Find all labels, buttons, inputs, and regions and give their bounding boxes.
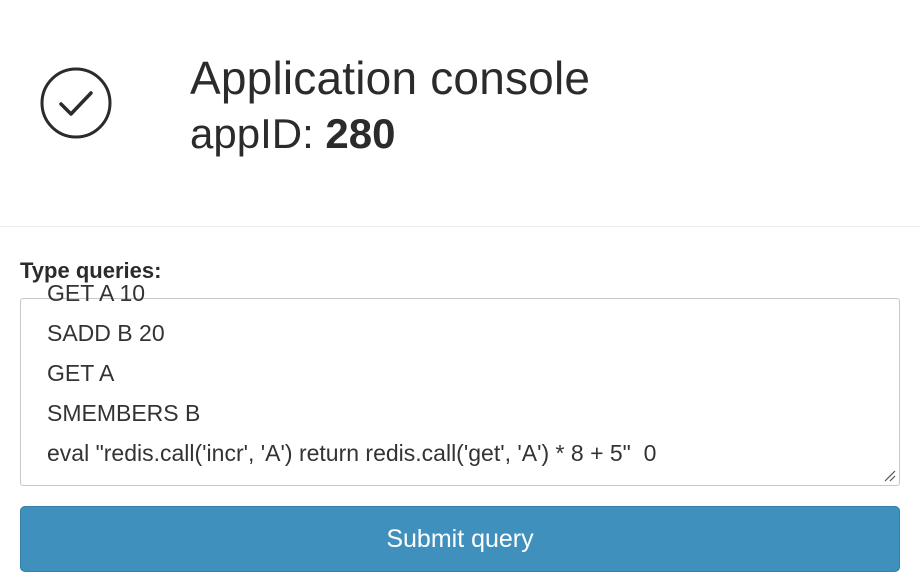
query-label: Type queries: [20, 258, 162, 283]
query-line: eval "redis.call('incr', 'A') return red… [47, 440, 657, 466]
query-line: GET A [47, 360, 115, 386]
query-line: SMEMBERS B [47, 400, 201, 426]
title-block: Application console appID: 280 [190, 50, 590, 162]
app-id-value: 280 [325, 110, 396, 157]
app-id: appID: 280 [190, 106, 590, 162]
check-circle-icon [40, 67, 112, 139]
query-line: GET A 10 [47, 280, 146, 306]
submit-query-button[interactable]: Submit query [20, 506, 900, 572]
app-id-label: appID: [190, 110, 326, 157]
query-section: Type queries: GET A 10 SADD B 20 GET A S… [20, 256, 900, 572]
resize-handle-icon[interactable] [881, 467, 897, 483]
query-lines: GET A 10 SADD B 20 GET A SMEMBERS B eval… [47, 273, 656, 473]
page-title: Application console [190, 52, 591, 104]
query-line: SADD B 20 [47, 320, 165, 346]
console-header: Application console appID: 280 [0, 0, 920, 227]
query-textarea[interactable]: GET A 10 SADD B 20 GET A SMEMBERS B eval… [20, 280, 900, 486]
